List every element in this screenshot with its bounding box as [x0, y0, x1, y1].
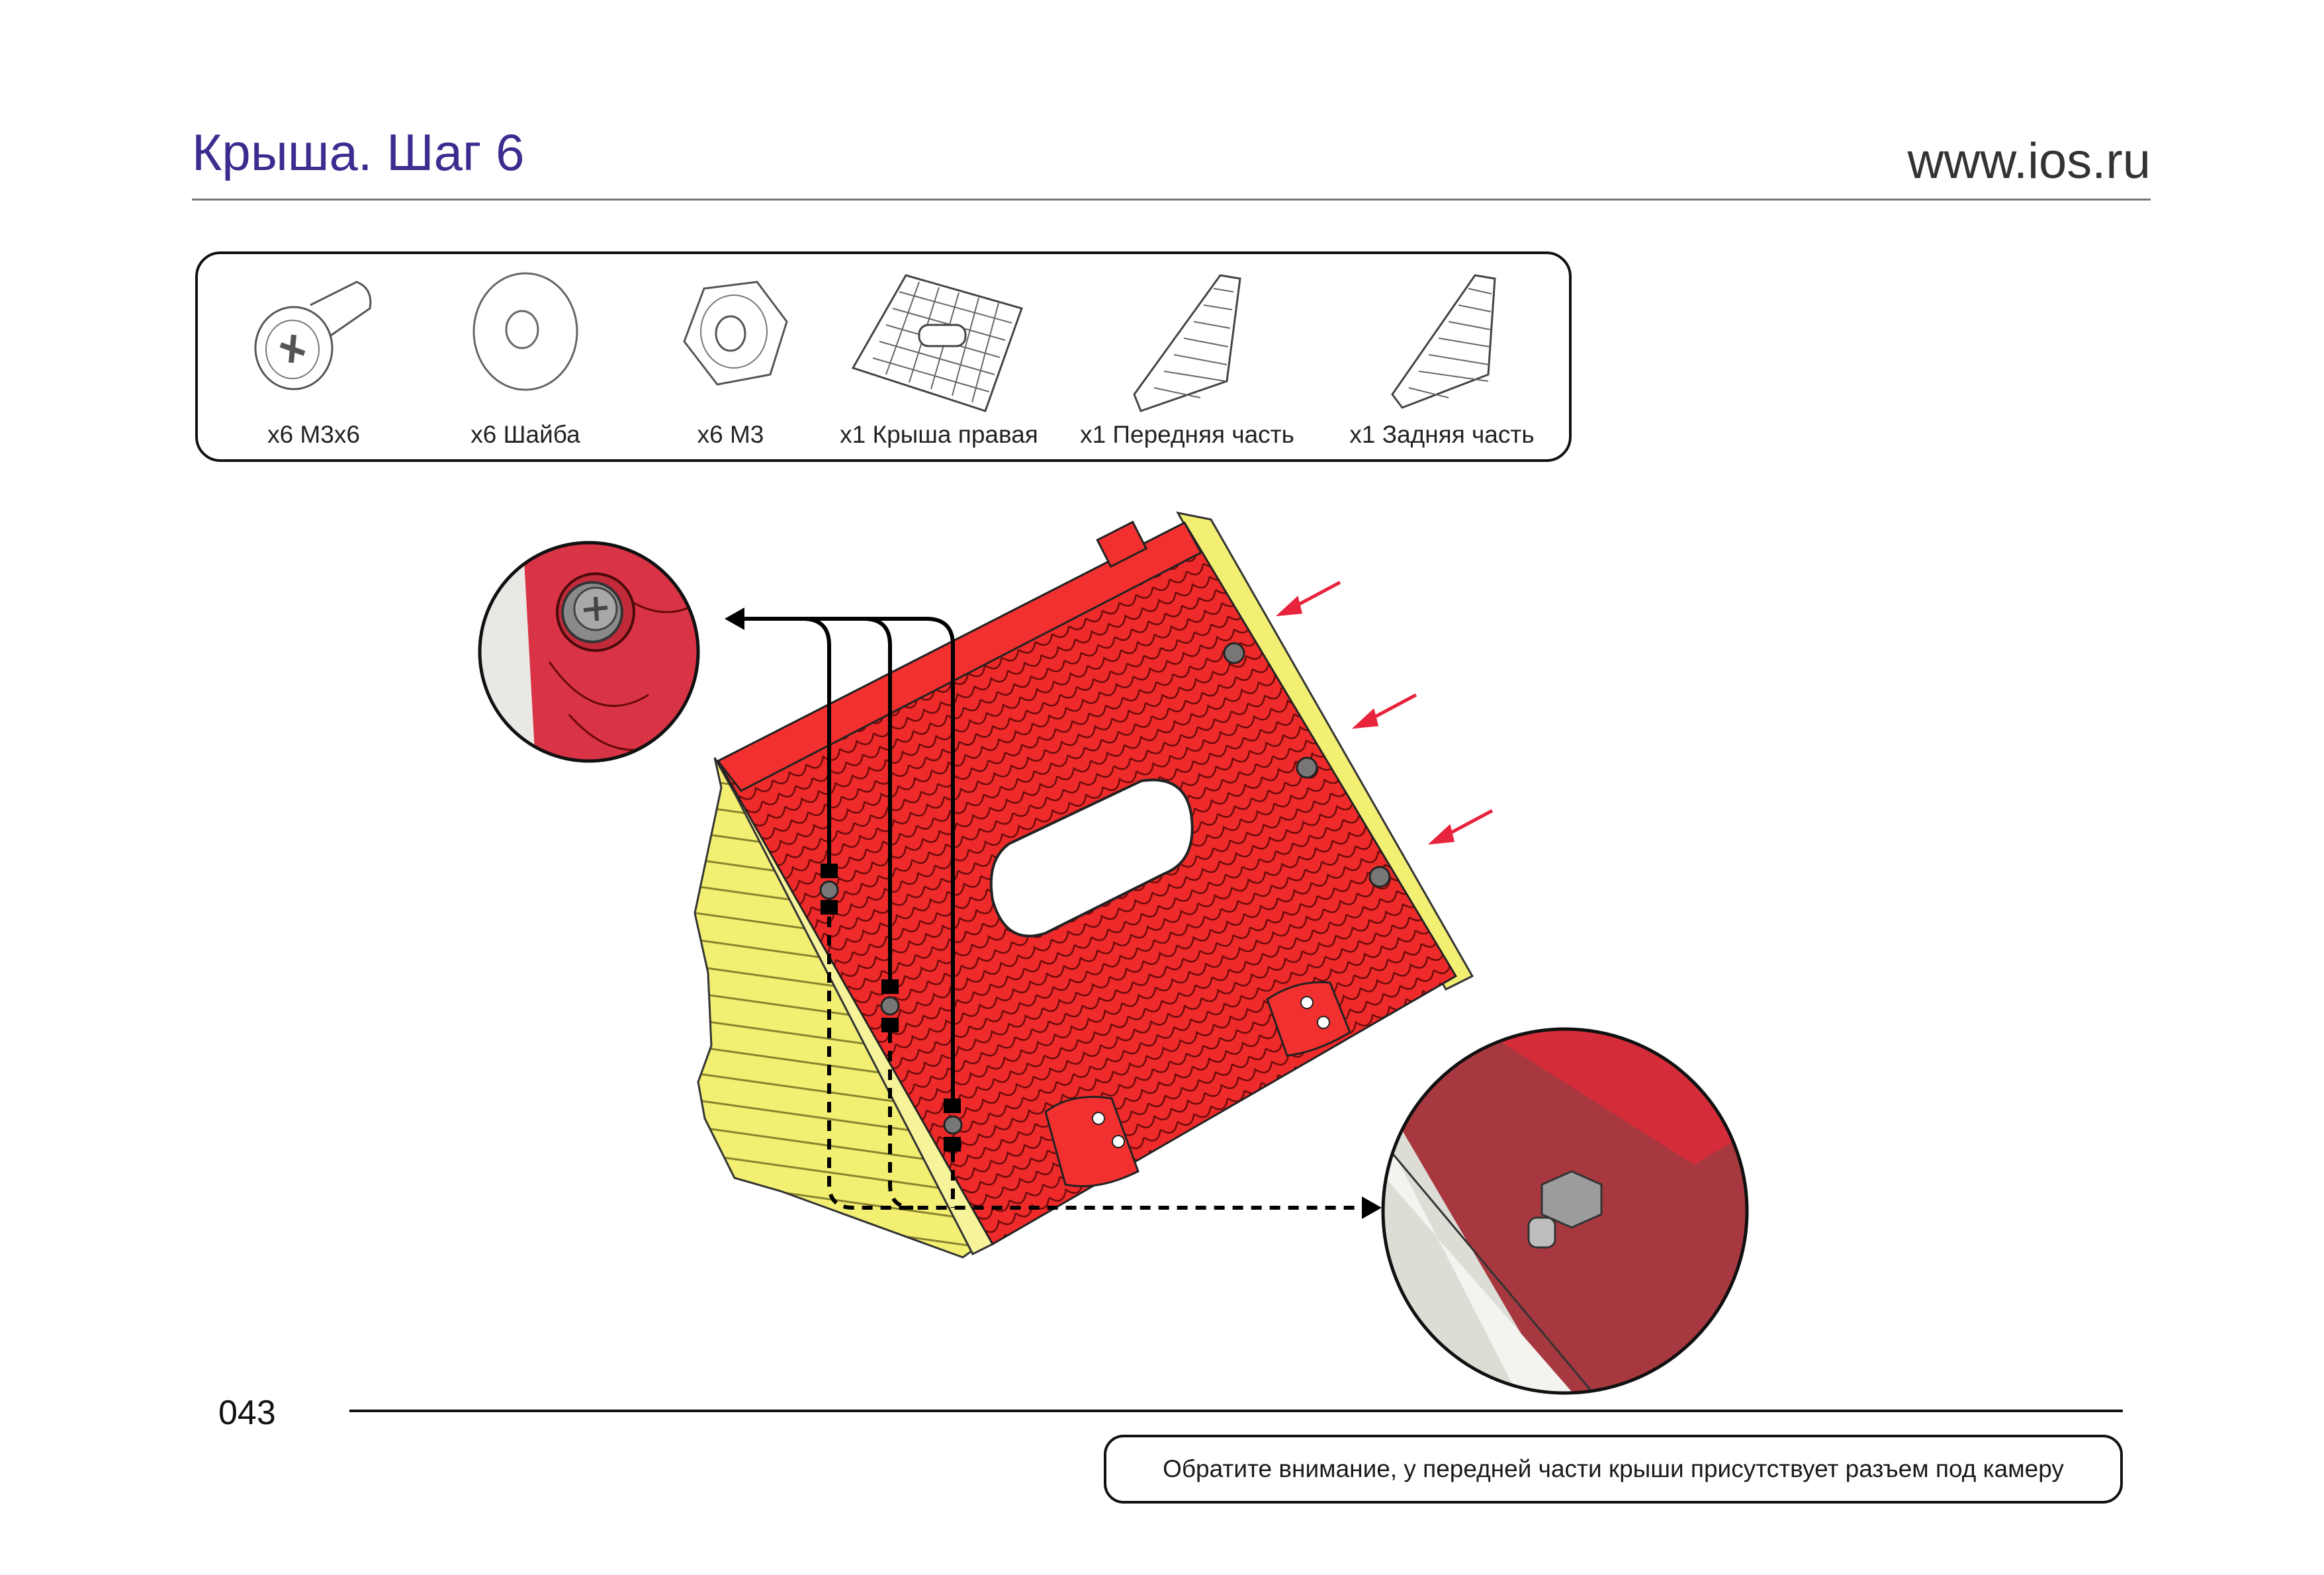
part-screw: x6 M3x6 [238, 254, 390, 459]
page-title: Крыша. Шаг 6 [192, 123, 525, 181]
washer-icon [472, 272, 578, 391]
roof-panel-icon [851, 274, 1023, 412]
part-nut: x6 M3 [654, 254, 807, 459]
screw-icon [254, 281, 372, 390]
part-roof-panel: x1 Крыша правая [827, 254, 1051, 459]
part-label: x1 Передняя часть [1080, 421, 1294, 448]
callout-screw-detail [478, 541, 700, 763]
nut-icon [683, 281, 788, 386]
part-label: x6 M3x6 [267, 421, 360, 448]
roof-panel [716, 520, 1458, 1246]
fastener-markers [821, 864, 961, 1151]
leader-lines [725, 608, 955, 1099]
front-gable [693, 757, 994, 1259]
part-label: x6 M3 [697, 421, 764, 448]
part-label: x1 Крыша правая [840, 421, 1038, 448]
website-url[interactable]: www.ios.ru [1907, 133, 2151, 189]
arrow-indicators [1275, 580, 1494, 845]
rear-gable-icon [1391, 274, 1496, 409]
part-label: x6 Шайба [470, 421, 580, 448]
parts-list: x6 M3x6 x6 Шайба x6 M3 x1 Крыша правая [195, 251, 1572, 462]
header-divider [192, 199, 2151, 201]
footer-divider [349, 1410, 2123, 1412]
part-washer: x6 Шайба [449, 254, 602, 459]
front-gable-icon [1133, 274, 1241, 412]
page-number: 043 [218, 1394, 276, 1432]
part-rear-gable: x1 Задняя часть [1323, 254, 1561, 459]
attention-note: Обратите внимание, у передней части крыш… [1104, 1435, 2123, 1504]
part-label: x1 Задняя часть [1349, 421, 1535, 448]
callout-nut-detail [1381, 1027, 1749, 1395]
part-front-gable: x1 Передняя часть [1068, 254, 1306, 459]
dashed-leader [827, 917, 1382, 1219]
